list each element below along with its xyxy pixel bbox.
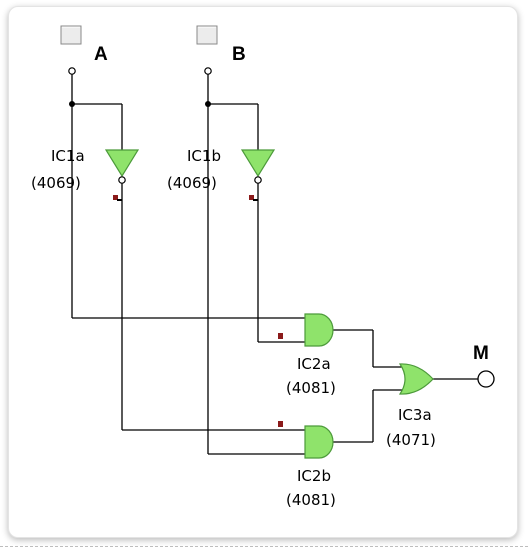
ic1b-part: (4069) [167,174,217,192]
switch-box-a[interactable] [60,25,82,45]
probe-ic2a-in [278,333,283,339]
output-m-label: M [473,343,489,364]
input-a-terminal [68,67,76,75]
probe-markers [113,195,283,427]
or-gate-ic3a [398,363,434,395]
ic3a-name: IC3a [398,406,432,424]
and-gate-ic2a [304,313,334,347]
ic1a-name: IC1a [51,147,85,165]
not-gate-ic1a [104,149,140,184]
wires [71,74,478,455]
not-gate-ic1b [240,149,276,184]
ic2a-part: (4081) [286,379,336,397]
ic1b-name: IC1b [187,147,221,165]
and-gate-ic2b [304,425,334,459]
probe-ic2b-in [278,421,283,427]
page-separator [0,546,528,547]
probe-ic1a-out [113,195,118,200]
output-m-lamp [477,370,495,388]
input-b-switch[interactable] [196,25,218,45]
ic1a-part: (4069) [31,174,81,192]
input-a-switch[interactable] [60,25,82,45]
junction-b [205,101,211,107]
switch-box-b[interactable] [196,25,218,45]
junction-a [69,101,75,107]
ic2b-name: IC2b [297,467,331,485]
ic2a-name: IC2a [297,355,331,373]
input-a-label: A [94,44,108,65]
diagram-frame [8,6,518,538]
probe-ic1b-out [249,195,254,200]
input-b-label: B [232,44,246,65]
input-b-terminal [204,67,212,75]
ic3a-part: (4071) [386,431,436,449]
ic2b-part: (4081) [286,491,336,509]
